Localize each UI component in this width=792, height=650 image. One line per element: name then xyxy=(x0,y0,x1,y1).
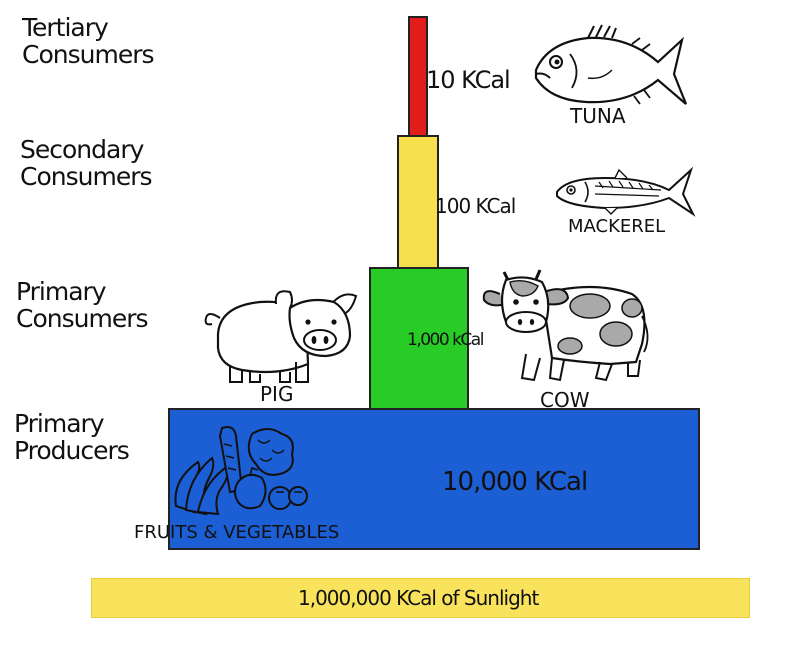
label-pig: PIG xyxy=(260,382,294,406)
bar-secondary xyxy=(397,135,439,271)
level-label-secondary: Secondary Consumers xyxy=(20,135,153,191)
level-label-line: Consumers xyxy=(16,304,149,333)
level-label-line: Consumers xyxy=(22,40,155,69)
tuna-icon xyxy=(528,18,688,108)
label-cow: COW xyxy=(540,388,590,412)
label-tuna: TUNA xyxy=(570,104,626,128)
energy-label-tertiary: 10 KCal xyxy=(426,66,511,94)
level-label-producers: Primary Producers xyxy=(14,409,130,465)
level-label-primary-consumers: Primary Consumers xyxy=(16,277,149,333)
level-label-line: Primary xyxy=(14,409,105,438)
level-label-line: Tertiary xyxy=(22,13,109,42)
bar-tertiary xyxy=(408,16,428,137)
label-mackerel: MACKEREL xyxy=(568,216,666,237)
level-label-line: Primary xyxy=(16,277,107,306)
fruits-vegetables-icon xyxy=(172,420,312,520)
level-label-line: Consumers xyxy=(20,162,153,191)
label-fruits-vegetables: FRUITS & VEGETABLES xyxy=(134,522,340,543)
bar-primary-consumers xyxy=(369,267,469,412)
energy-label-sunlight: 1,000,000 KCal of Sunlight xyxy=(298,586,539,610)
energy-label-producers: 10,000 KCal xyxy=(442,467,588,497)
cow-icon xyxy=(482,266,652,382)
level-label-tertiary: Tertiary Consumers xyxy=(22,13,155,69)
energy-label-secondary: 100 KCal xyxy=(435,194,516,218)
level-label-line: Secondary xyxy=(20,135,144,164)
energy-label-primary-consumers: 1,000 kCal xyxy=(407,330,484,350)
mackerel-icon xyxy=(555,166,695,216)
bar-sunlight xyxy=(91,578,750,618)
level-label-line: Producers xyxy=(14,436,130,465)
pig-icon xyxy=(198,288,358,383)
